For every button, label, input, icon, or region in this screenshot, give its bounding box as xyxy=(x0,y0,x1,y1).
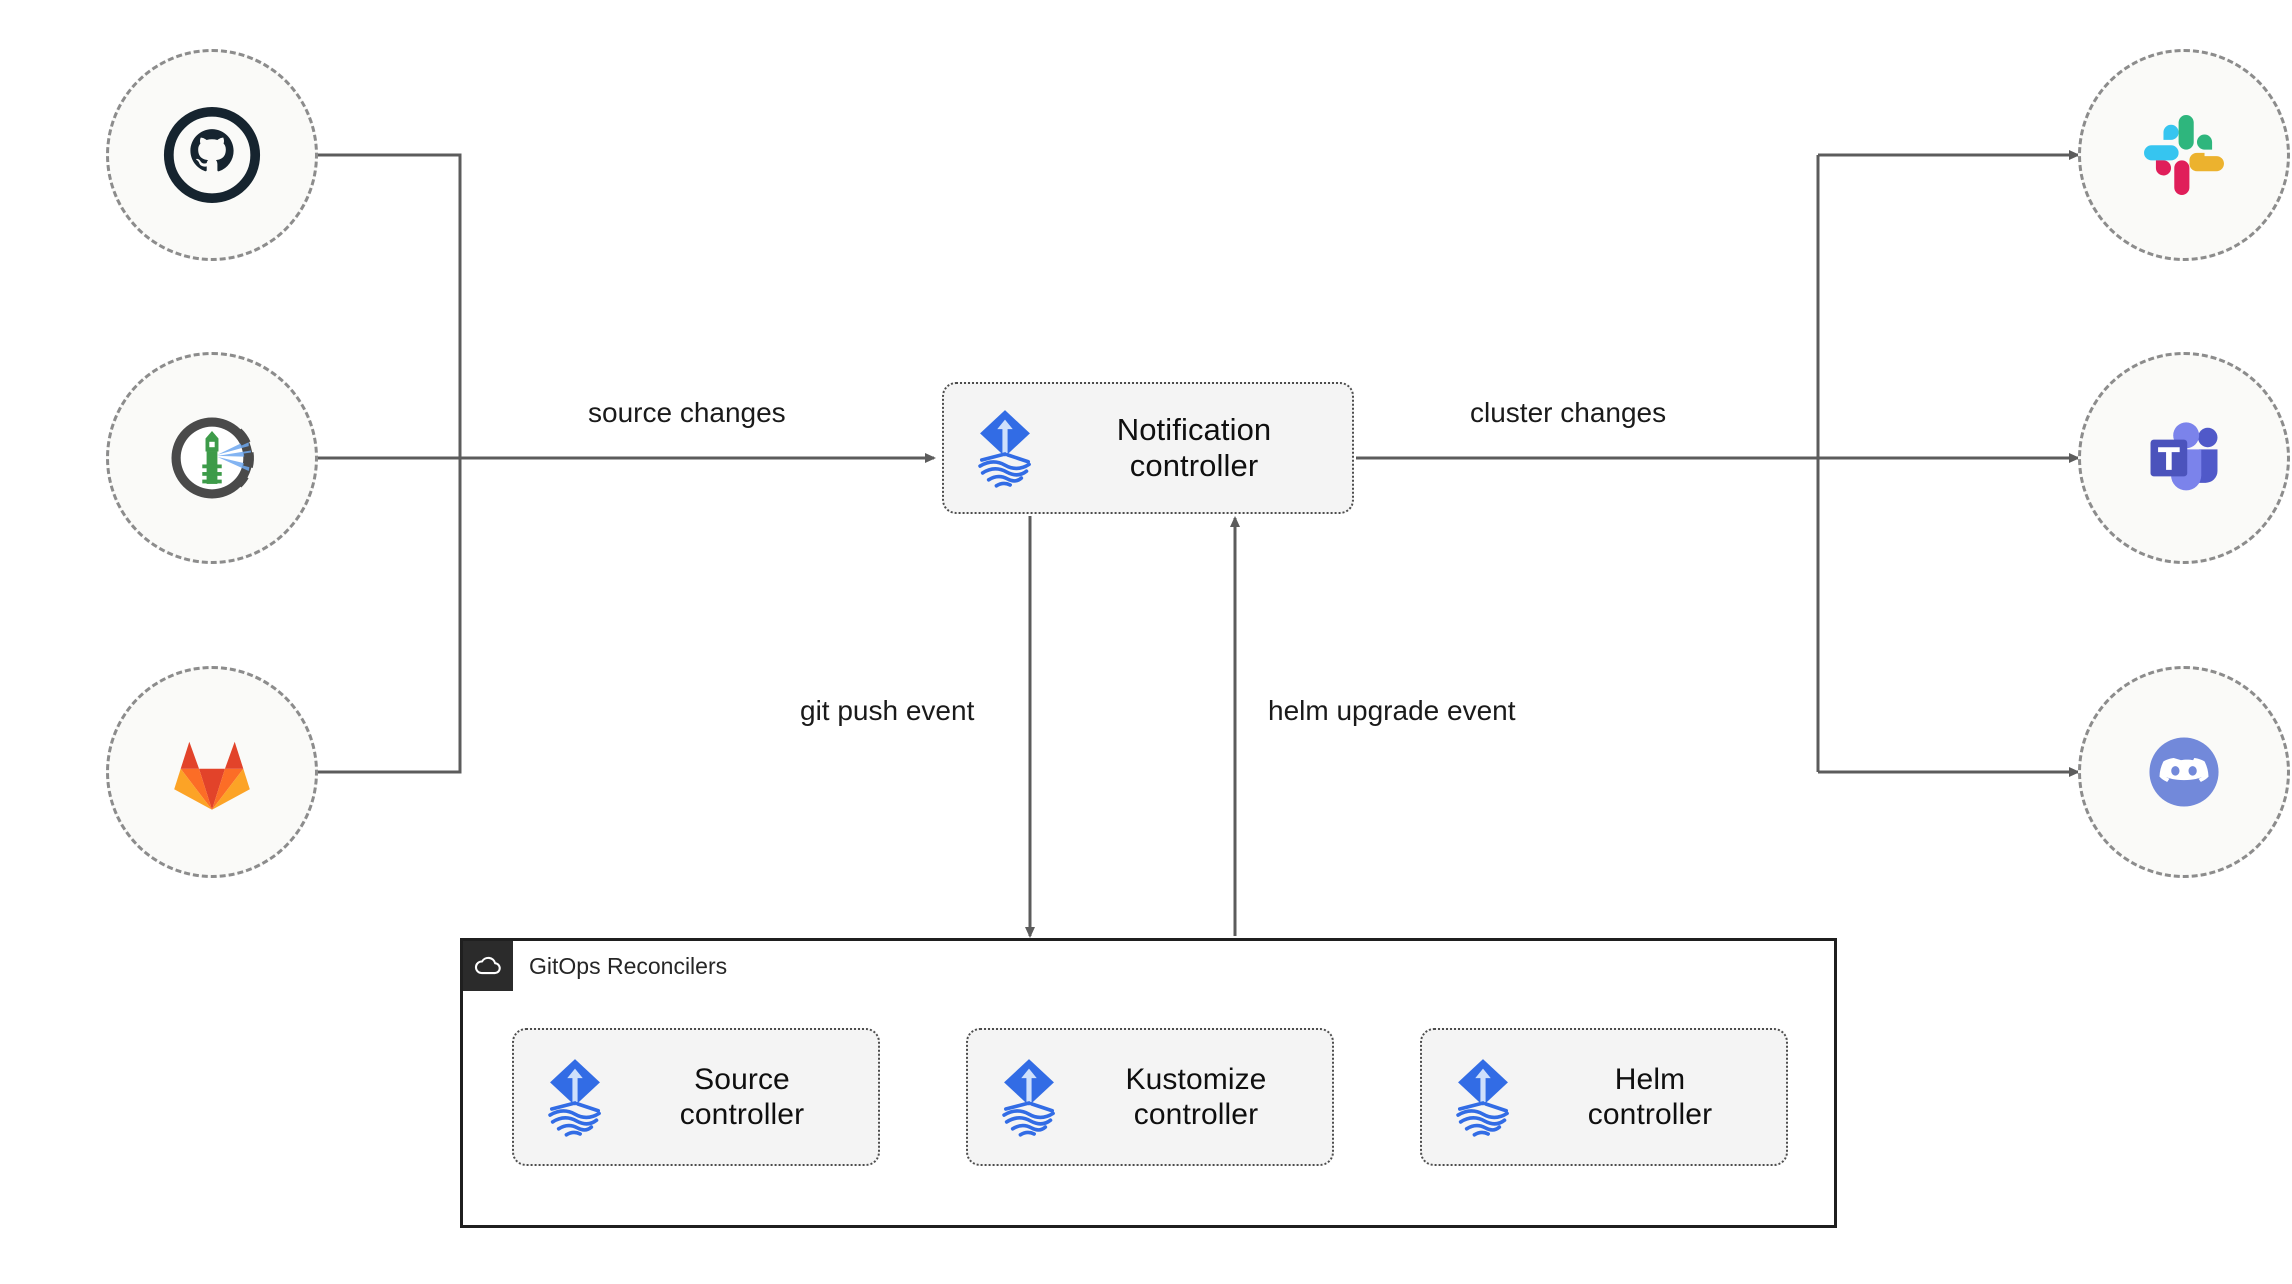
discord-icon xyxy=(2149,737,2219,807)
destination-node-teams[interactable] xyxy=(2078,352,2290,564)
node-helm-controller[interactable]: Helm controller xyxy=(1420,1028,1788,1166)
destination-node-discord[interactable] xyxy=(2078,666,2290,878)
container-title: GitOps Reconcilers xyxy=(529,952,728,979)
edge-label-helm-upgrade-event: helm upgrade event xyxy=(1258,695,1526,727)
github-icon xyxy=(163,106,261,204)
destination-node-slack[interactable] xyxy=(2078,49,2290,261)
node-notification-controller[interactable]: Notification controller xyxy=(942,382,1354,514)
flux-logo-icon xyxy=(1002,1059,1055,1137)
node-source-controller[interactable]: Source controller xyxy=(512,1028,880,1166)
source-node-github[interactable] xyxy=(106,49,318,261)
cloud-icon xyxy=(474,956,501,975)
cloud-icon-tile xyxy=(463,941,513,991)
edge-label-source-changes: source changes xyxy=(578,397,796,429)
gitlab-icon xyxy=(174,741,250,810)
container-header: GitOps Reconcilers xyxy=(463,941,727,991)
node-label: Helm controller xyxy=(1587,1062,1713,1131)
node-label: Source controller xyxy=(679,1062,805,1131)
source-node-flux-lighthouse[interactable] xyxy=(106,352,318,564)
edge-label-cluster-changes: cluster changes xyxy=(1460,397,1677,429)
microsoft-teams-icon xyxy=(2150,422,2218,491)
lighthouse-icon xyxy=(171,417,254,499)
flux-logo-icon xyxy=(978,410,1031,488)
source-node-gitlab[interactable] xyxy=(106,666,318,878)
node-kustomize-controller[interactable]: Kustomize controller xyxy=(966,1028,1334,1166)
node-label: Notification controller xyxy=(1116,411,1272,483)
flux-logo-icon xyxy=(1456,1059,1509,1137)
flux-logo-icon xyxy=(548,1059,601,1137)
slack-icon xyxy=(2144,115,2224,195)
edge-label-git-push-event: git push event xyxy=(790,695,985,727)
node-label: Kustomize controller xyxy=(1125,1062,1267,1131)
